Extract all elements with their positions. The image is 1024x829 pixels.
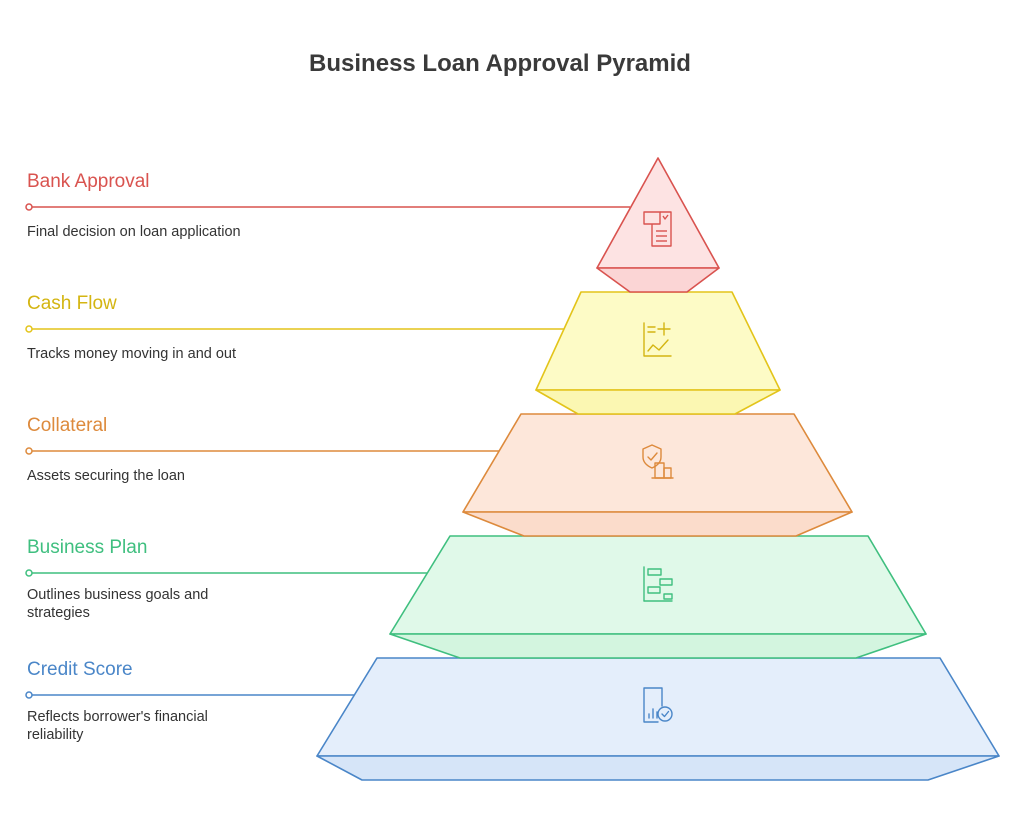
connector-credit-score bbox=[25, 691, 355, 699]
page-title: Business Loan Approval Pyramid bbox=[309, 50, 691, 77]
pyramid-level-business-plan bbox=[389, 535, 927, 659]
layer-label-bank-approval: Bank Approval bbox=[27, 171, 150, 192]
layer-desc-cash-flow: Tracks money moving in and out bbox=[27, 346, 237, 362]
pyramid-level-collateral bbox=[462, 413, 853, 537]
document-form-icon bbox=[643, 211, 672, 247]
layer-label-credit-score: Credit Score bbox=[27, 659, 133, 680]
pyramid-level-cash-flow bbox=[535, 291, 781, 415]
connector-cash-flow bbox=[25, 325, 566, 333]
shield-building-icon bbox=[642, 444, 674, 479]
layer-desc-collateral: Assets securing the loan bbox=[27, 468, 185, 484]
pyramid-level-bank-approval bbox=[596, 157, 720, 293]
layer-desc-credit-score: Reflects borrower's financial reliabilit… bbox=[27, 709, 208, 743]
pyramid-level-credit-score bbox=[316, 657, 1000, 781]
report-check-icon bbox=[643, 687, 673, 723]
chart-trend-icon bbox=[643, 322, 672, 357]
connector-business-plan bbox=[25, 569, 429, 577]
layer-label-cash-flow: Cash Flow bbox=[27, 293, 117, 314]
layer-desc-business-plan: Outlines business goals and strategies bbox=[27, 587, 209, 621]
flowchart-icon bbox=[643, 566, 673, 602]
layer-label-business-plan: Business Plan bbox=[27, 537, 148, 558]
connector-collateral bbox=[25, 447, 500, 455]
connector-bank-approval bbox=[25, 203, 630, 211]
layer-label-collateral: Collateral bbox=[27, 415, 108, 436]
layer-desc-bank-approval: Final decision on loan application bbox=[27, 224, 241, 240]
